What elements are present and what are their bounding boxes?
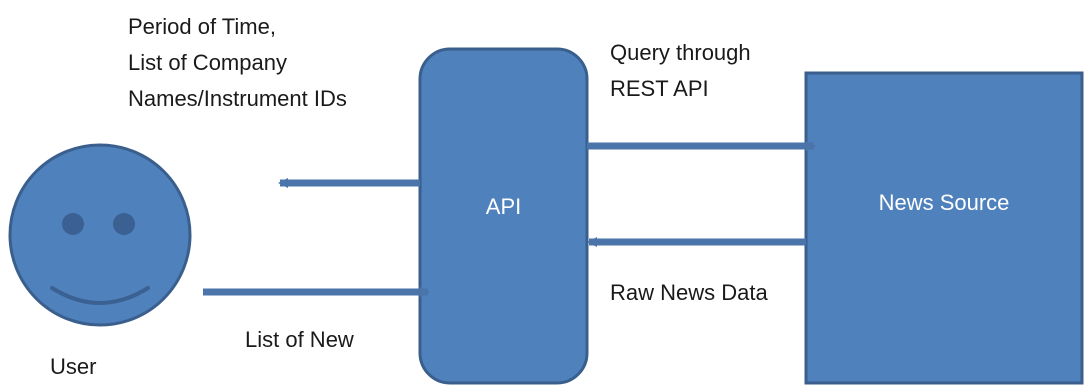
api-to-news-line-2: REST API (610, 76, 709, 101)
api-to-user-line-3: Names/Instrument IDs (128, 86, 347, 111)
news-source-box (804, 71, 1084, 385)
api-label: API (485, 194, 522, 219)
news-source-label: News Source (878, 190, 1010, 215)
api-to-news-line-1: Query through (610, 40, 751, 65)
smiley-face-icon (8, 143, 192, 327)
user-to-api-label: List of New (245, 327, 354, 352)
api-to-user-label: Period of Time, List of Company Names/In… (128, 9, 347, 117)
api-to-user-line-2: List of Company (128, 50, 287, 75)
api-box (418, 47, 589, 385)
user-node (8, 143, 192, 327)
api-to-news-label: Query through REST API (610, 35, 751, 107)
news-to-api-label: Raw News Data (610, 280, 768, 305)
user-label: User (50, 354, 97, 379)
right-eye (113, 213, 135, 235)
left-eye (62, 213, 84, 235)
smile-mouth (50, 286, 150, 305)
api-to-user-line-1: Period of Time, (128, 14, 276, 39)
